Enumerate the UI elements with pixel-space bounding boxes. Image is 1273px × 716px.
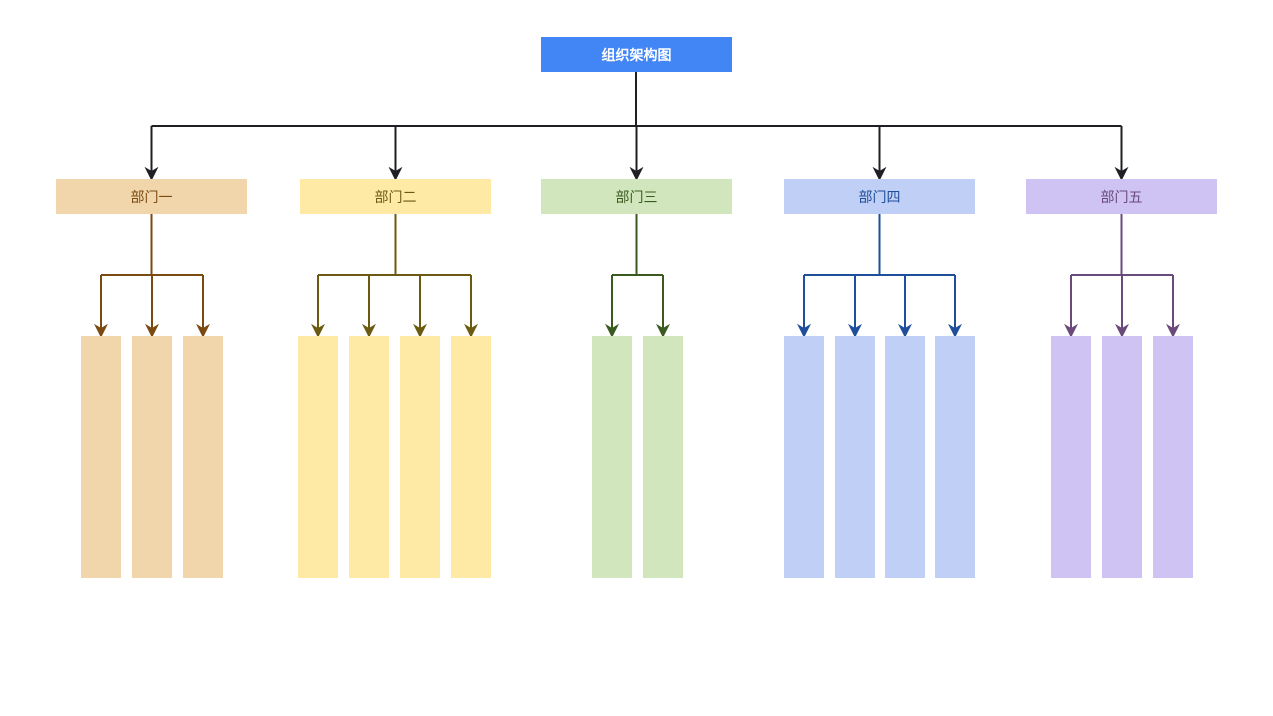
sub-unit-box[interactable] — [885, 336, 925, 578]
sub-unit-box[interactable] — [1051, 336, 1091, 578]
sub-unit-box[interactable] — [132, 336, 172, 578]
sub-unit-box[interactable] — [298, 336, 338, 578]
dept-node-5[interactable]: 部门五 — [1026, 179, 1217, 214]
sub-unit-box[interactable] — [400, 336, 440, 578]
sub-unit-box[interactable] — [1153, 336, 1193, 578]
sub-unit-box[interactable] — [451, 336, 491, 578]
dept-node-label: 部门四 — [858, 189, 901, 206]
dept-node-1[interactable]: 部门一 — [56, 179, 247, 214]
dept-node-2[interactable]: 部门二 — [300, 179, 491, 214]
sub-unit-box[interactable] — [643, 336, 683, 578]
sub-unit-box[interactable] — [592, 336, 632, 578]
sub-unit-box[interactable] — [81, 336, 121, 578]
dept-node-4[interactable]: 部门四 — [784, 179, 975, 214]
sub-unit-box[interactable] — [183, 336, 223, 578]
root-node[interactable]: 组织架构图 — [541, 37, 732, 72]
sub-unit-box[interactable] — [935, 336, 975, 578]
dept-node-label: 部门五 — [1100, 189, 1143, 206]
root-node-label: 组织架构图 — [601, 47, 672, 64]
sub-unit-box[interactable] — [349, 336, 389, 578]
dept-node-3[interactable]: 部门三 — [541, 179, 732, 214]
sub-unit-box[interactable] — [1102, 336, 1142, 578]
dept-node-label: 部门三 — [615, 189, 658, 206]
dept-node-label: 部门二 — [374, 189, 417, 206]
dept-node-label: 部门一 — [130, 189, 173, 206]
sub-unit-box[interactable] — [784, 336, 824, 578]
sub-unit-box[interactable] — [835, 336, 875, 578]
